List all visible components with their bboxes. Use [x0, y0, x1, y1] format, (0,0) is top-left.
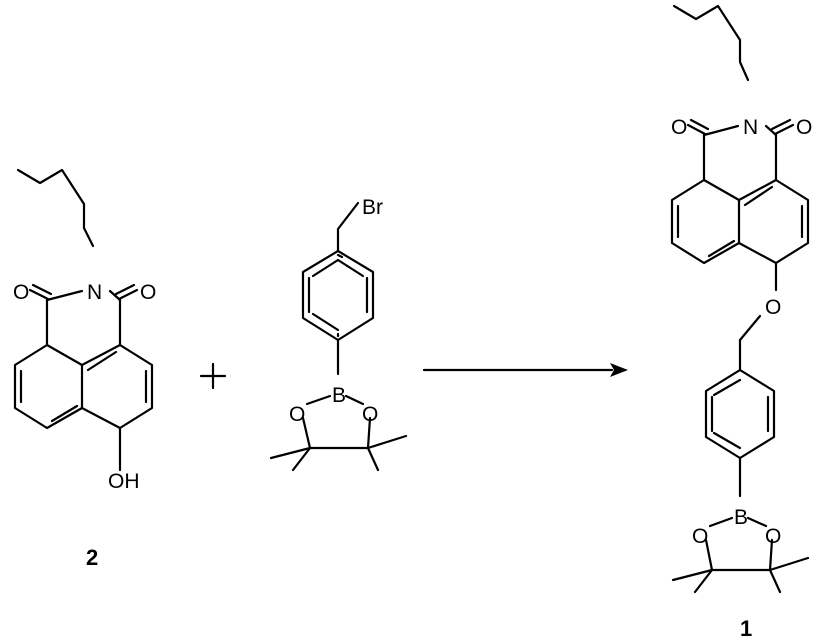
compound-2-structure — [13, 168, 154, 472]
compound-1-ether-linker — [738, 314, 762, 372]
compound-2-naphthalene — [13, 298, 154, 472]
reactant-2-ch2br — [336, 201, 360, 253]
compound-1-o-left-ring-atom: O — [692, 525, 708, 548]
compound-1-benzene — [704, 368, 776, 460]
compound-2-o-right-atom: O — [140, 281, 156, 304]
compound-2-label: 2 — [86, 545, 98, 570]
reactant-2-dioxaborolane — [269, 394, 408, 472]
reactant-2-br-atom: Br — [362, 196, 383, 219]
reactant-2-b-atom: B — [332, 384, 346, 407]
compound-1-carbonyl-left — [686, 118, 710, 136]
compound-1-imide-bonds — [702, 124, 778, 137]
reactant-2-benzene — [301, 249, 375, 342]
compound-1-o-right-atom: O — [796, 116, 812, 139]
compound-1-n-atom: N — [743, 116, 758, 139]
compound-1-butyl-chain — [672, 4, 750, 82]
compound-2-carbonyl-left — [28, 283, 53, 301]
plus-sign — [199, 362, 227, 390]
reactant-2-o-right-atom: O — [362, 403, 378, 426]
compound-2-imide-bonds — [45, 289, 122, 302]
reactant-2-o-left-atom: O — [289, 403, 305, 426]
compound-1-b-atom: B — [734, 506, 748, 529]
compound-2-butyl-chain — [16, 168, 95, 248]
compound-2-oh-group: OH — [108, 470, 140, 493]
reaction-arrow — [422, 363, 628, 377]
compound-1-naphthalene — [670, 133, 810, 292]
compound-2-carbonyl-right — [114, 283, 139, 301]
compound-2-o-left-atom: O — [13, 281, 29, 304]
compound-1-o-right-ring-atom: O — [765, 525, 781, 548]
compound-1-dioxaborolane — [671, 516, 810, 594]
compound-1-structure — [670, 4, 810, 594]
compound-1-label: 1 — [740, 616, 752, 641]
compound-1-o-left-atom: O — [671, 116, 687, 139]
compound-1-ether-o-atom: O — [765, 296, 781, 319]
reactant-2-aromatic-inner — [311, 258, 365, 332]
compound-1-carbonyl-right — [770, 118, 795, 136]
reactant-2-structure — [269, 201, 408, 472]
compound-2-n-atom: N — [87, 281, 102, 304]
